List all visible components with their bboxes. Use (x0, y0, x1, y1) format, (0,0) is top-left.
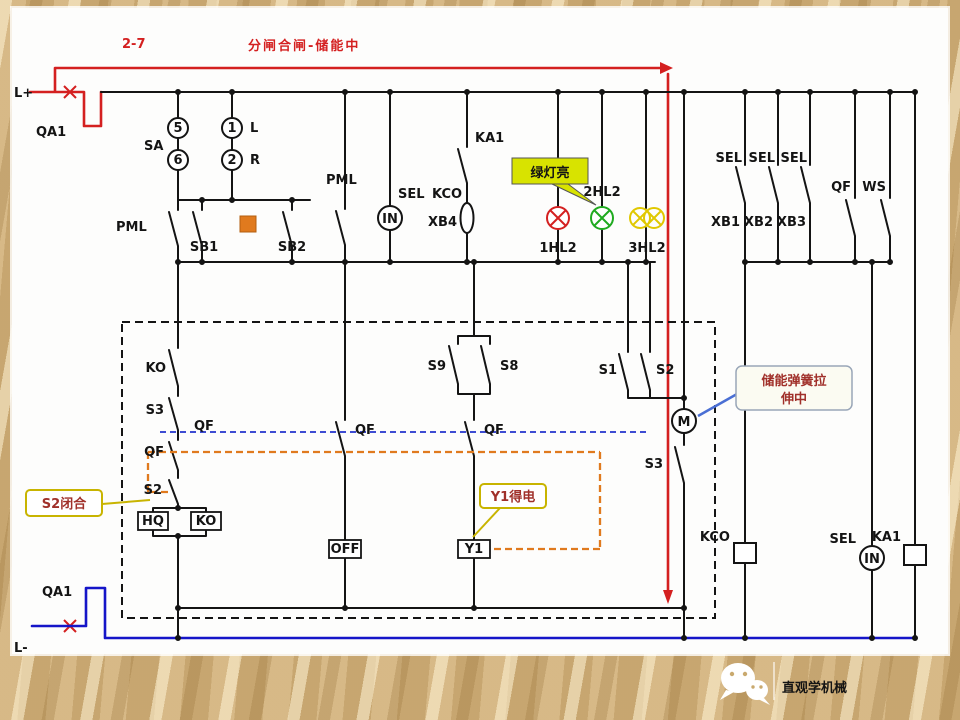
callout-y1-energized: Y1得电 (472, 483, 547, 538)
wechat-icon (720, 663, 770, 705)
sa-selector-switch: 5 1 6 2 SA L R (144, 117, 260, 171)
label-ka1-top: KA1 (475, 131, 504, 146)
blue-neutral-path (30, 586, 917, 640)
watermark: 直观学机械 (720, 662, 847, 705)
off-coil-box (328, 539, 362, 559)
label-sa: SA (144, 139, 163, 154)
lamp-cross-icon (593, 209, 611, 227)
label-sel-r2: SEL (748, 151, 775, 166)
label-pml-mid: PML (326, 173, 357, 188)
label-xb2: XB2 (744, 215, 773, 230)
label-qf-b: QF (194, 419, 214, 434)
label-qf-right: QF (831, 180, 851, 195)
page-title: 分闸合闸-储能中 (248, 38, 360, 54)
label-s9: S9 (428, 359, 446, 374)
sa-contact-2: 2 (227, 153, 236, 168)
label-xb3: XB3 (777, 215, 806, 230)
label-kco-bottom: KCO (700, 530, 730, 545)
label-pml-left: PML (116, 220, 147, 235)
in-meter-bottom (859, 545, 885, 571)
label-ws: WS (862, 180, 886, 195)
label-dir-l: L (250, 121, 258, 136)
label-sel-r3: SEL (780, 151, 807, 166)
main-wiring (100, 91, 916, 639)
label-in-top: IN (382, 212, 398, 227)
callout-spring-line2: 伸中 (780, 391, 807, 407)
terminal-l-minus: L- (14, 641, 28, 656)
in-meter-top (377, 205, 403, 231)
red-live-path (28, 62, 673, 633)
terminal-l-plus: L+ (14, 86, 33, 101)
label-sb1: SB1 (190, 240, 218, 255)
label-2hl2: 2HL2 (583, 185, 620, 200)
arrow-right-icon (660, 62, 673, 74)
label-3hl2: 3HL2 (628, 241, 665, 256)
qa1-top-cross-icon (63, 85, 77, 99)
kco-coil (733, 542, 757, 564)
label-qa1-bottom: QA1 (42, 585, 72, 600)
label-qf-mid: QF (355, 423, 375, 438)
label-s2-right: S2 (656, 363, 674, 378)
label-in-bottom: IN (864, 552, 880, 567)
lamp-1HL2: 1HL2 (539, 206, 577, 256)
callout-y1-text: Y1得电 (490, 489, 535, 505)
label-qf-right-box: QF (484, 423, 504, 438)
label-y1: Y1 (464, 542, 483, 557)
callout-green-lamp: 绿灯亮 (511, 157, 597, 206)
label-s3-left: S3 (146, 403, 164, 418)
label-s8: S8 (500, 359, 518, 374)
label-qa1-top: QA1 (36, 125, 66, 140)
label-sb2: SB2 (278, 240, 306, 255)
sa-contact-1: 1 (227, 121, 236, 136)
y1-coil-box (457, 539, 491, 559)
ko-coil-box (190, 511, 222, 531)
label-xb1: XB1 (711, 215, 740, 230)
label-m: M (678, 415, 691, 430)
label-dir-r: R (250, 153, 260, 168)
watermark-text: 直观学机械 (782, 680, 847, 696)
label-xb4: XB4 (428, 215, 457, 230)
lamp-cross-icon (549, 209, 567, 227)
label-1hl2: 1HL2 (539, 241, 576, 256)
xb4-fuse-icon (459, 202, 475, 234)
label-ko-coil: KO (196, 514, 217, 529)
arrow-down-icon (663, 590, 673, 604)
lamp-3HL2: 3HL2 (628, 207, 666, 256)
label-qf-a: QF (144, 445, 164, 460)
title-number: 2-7 (122, 37, 146, 52)
ka1-coil (903, 544, 927, 566)
sa-contact-6: 6 (173, 153, 182, 168)
motor-m (671, 408, 697, 434)
callout-spring: 储能弹簧拉 伸中 (697, 365, 853, 418)
active-path-orange-dashed (146, 450, 602, 551)
label-s2-left: S2 (144, 483, 162, 498)
callout-green-lamp-text: 绿灯亮 (530, 165, 569, 181)
label-ko-contact: KO (145, 361, 166, 376)
label-s1: S1 (599, 363, 617, 378)
label-ka1-bottom: KA1 (872, 530, 901, 545)
label-kco-top: KCO (432, 187, 462, 202)
lamp-2HL2: 2HL2 (583, 185, 621, 230)
callout-s2-text: S2闭合 (42, 496, 87, 512)
label-sel-top: SEL (398, 187, 425, 202)
label-off: OFF (331, 542, 360, 557)
interlock-dashed-box (121, 321, 716, 619)
label-s3-right: S3 (645, 457, 663, 472)
callout-spring-line1: 储能弹簧拉 (760, 373, 826, 389)
label-sel-bottom: SEL (829, 532, 856, 547)
lamp-cross-icon (632, 210, 662, 226)
label-sel-r1: SEL (715, 151, 742, 166)
hq-coil-box (137, 511, 169, 531)
mechanical-link-square (239, 215, 257, 233)
label-hq: HQ (142, 514, 164, 529)
sa-contact-5: 5 (173, 121, 182, 136)
callout-s2-closed: S2闭合 (25, 489, 151, 517)
